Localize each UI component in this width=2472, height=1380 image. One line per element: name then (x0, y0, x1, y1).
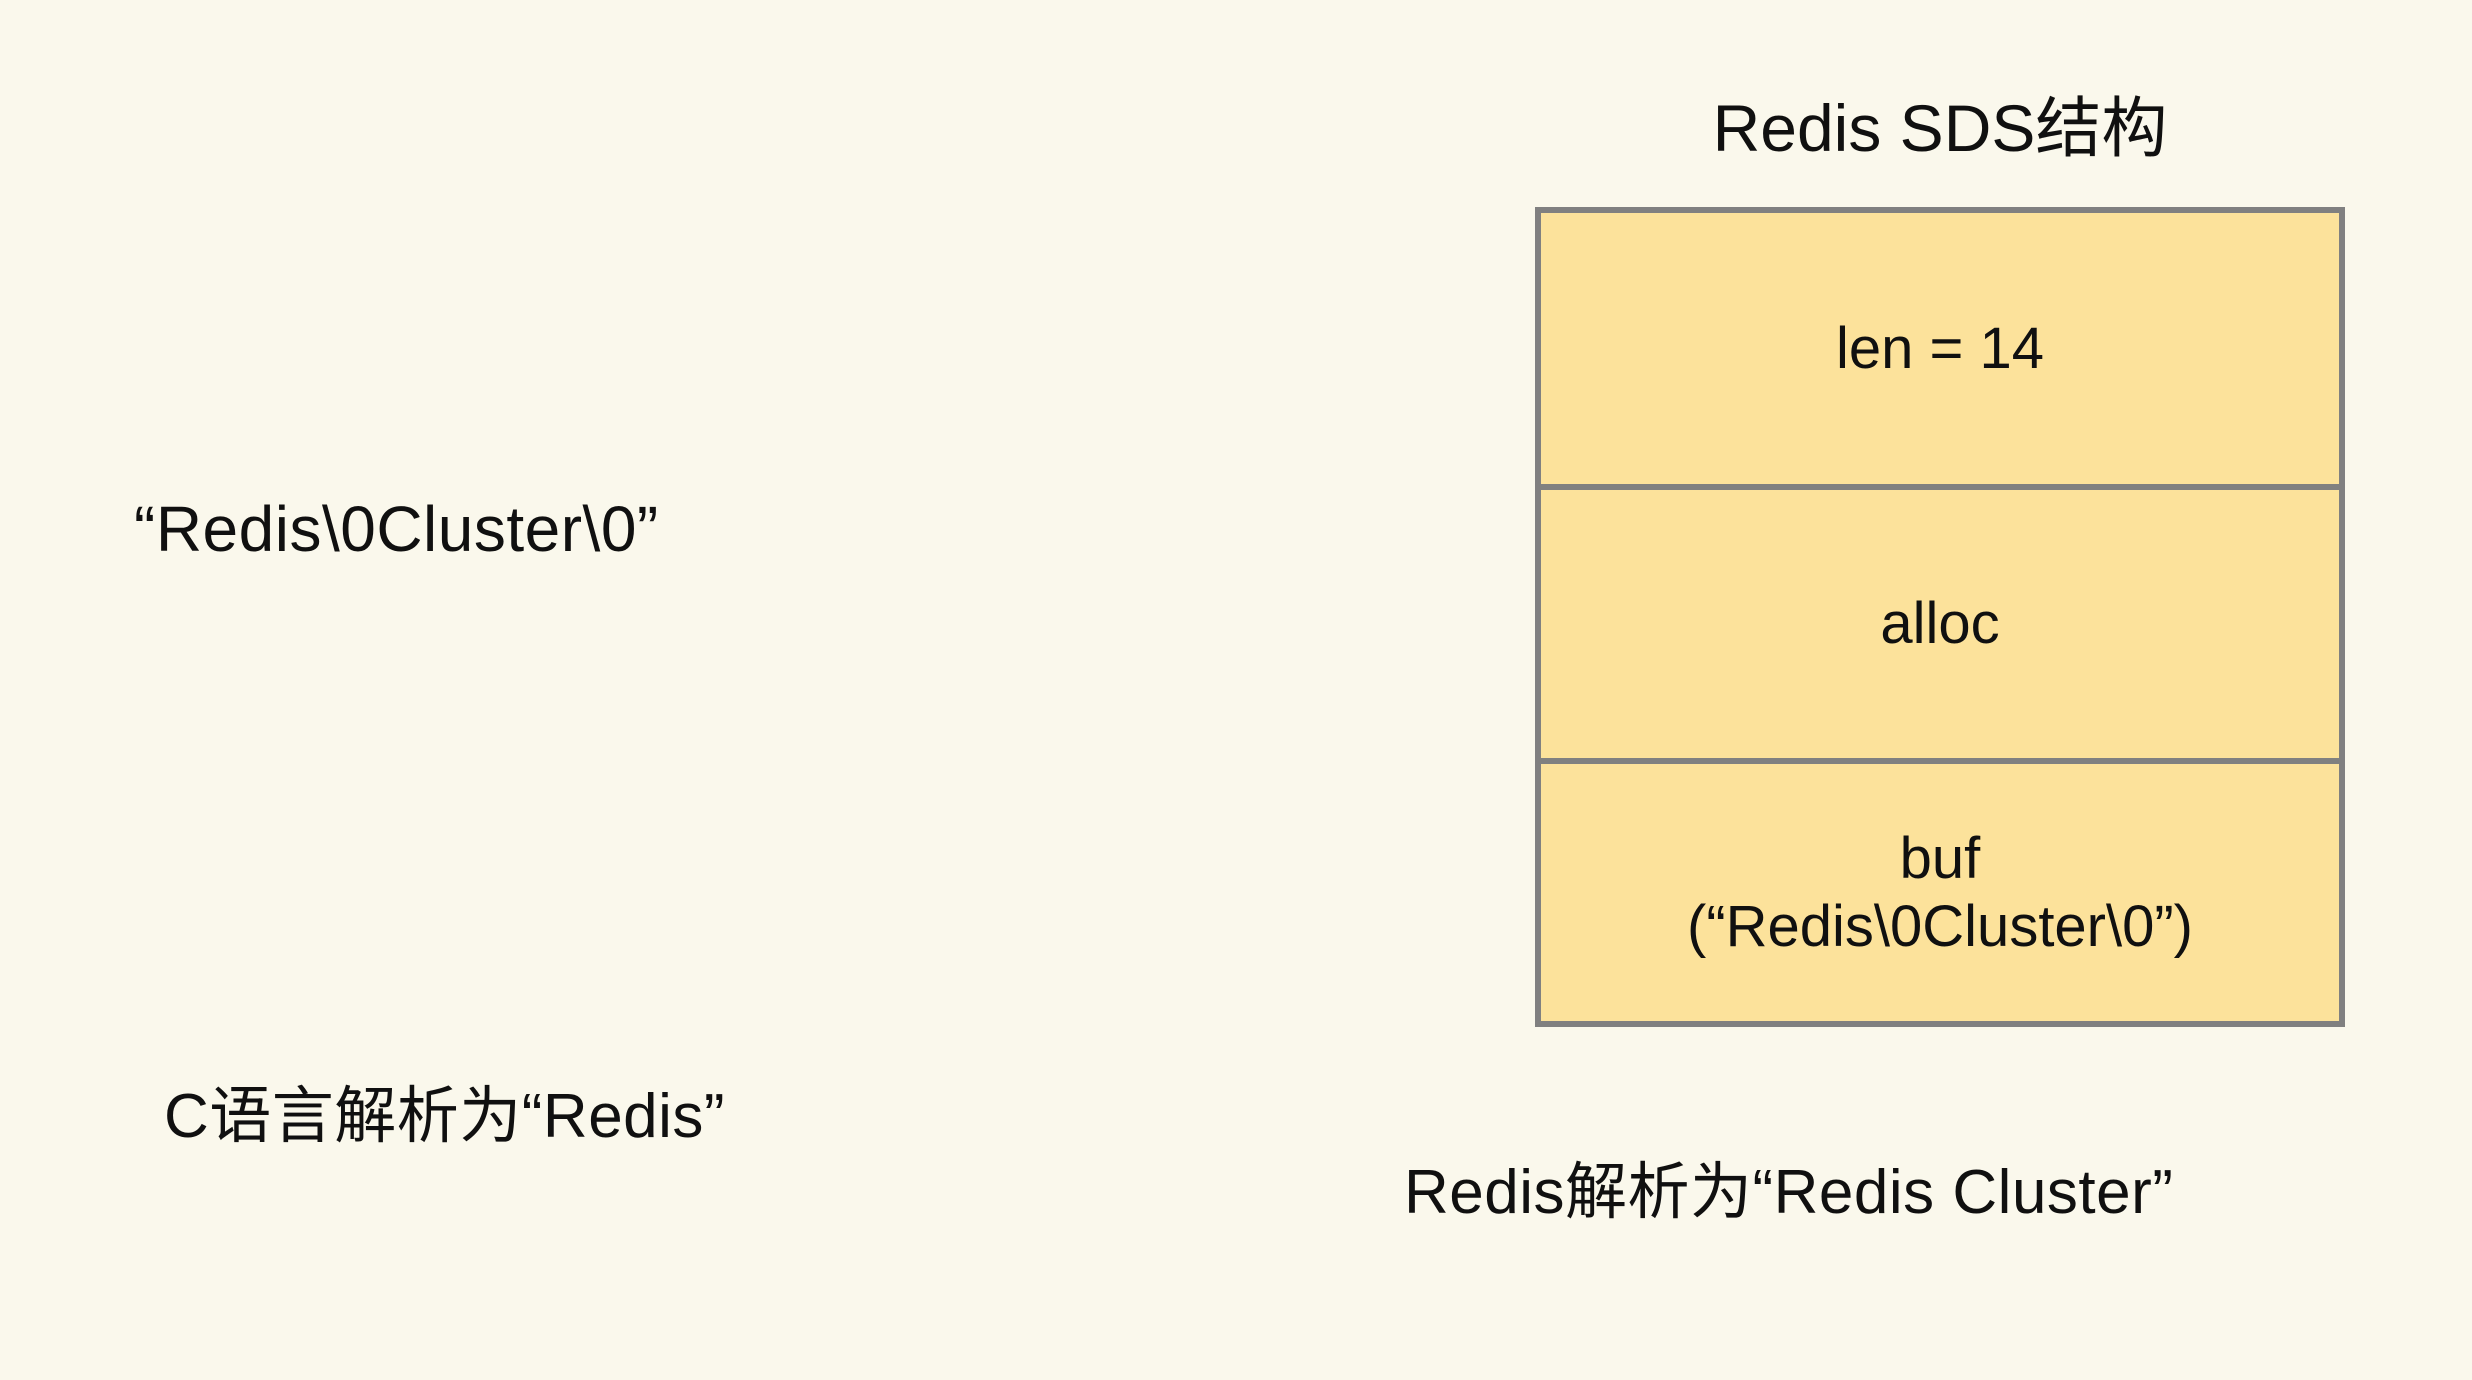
c-language-parse-caption: C语言解析为“Redis” (164, 1082, 726, 1151)
sds-field-alloc-label: alloc (1880, 591, 2000, 657)
redis-parse-caption: Redis解析为“Redis Cluster” (1404, 1158, 2174, 1227)
sds-field-len-label: len = 14 (1835, 315, 2044, 381)
sds-field-alloc: alloc (1541, 484, 2339, 758)
sds-struct-title: Redis SDS结构 (1712, 91, 2168, 165)
sds-field-buf: buf (“Redis\0Cluster\0”) (1541, 758, 2339, 1021)
sds-field-buf-label: buf (“Redis\0Cluster\0”) (1687, 826, 2193, 959)
sds-struct-box: len = 14 alloc buf (“Redis\0Cluster\0”) (1535, 207, 2345, 1027)
c-string-literal-label: “Redis\0Cluster\0” (134, 493, 659, 565)
sds-field-len: len = 14 (1541, 213, 2339, 484)
